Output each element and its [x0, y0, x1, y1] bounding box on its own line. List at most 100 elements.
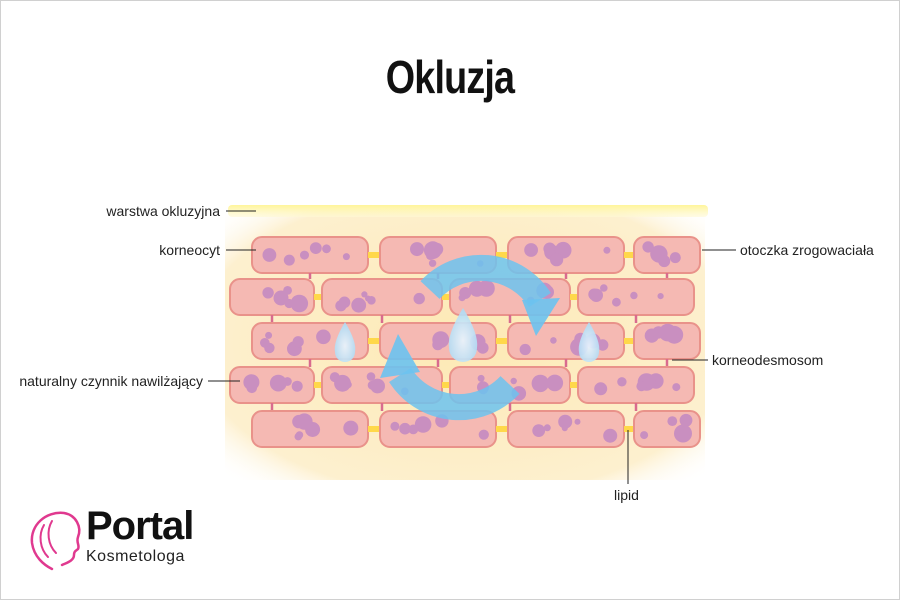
nmf-granule	[366, 372, 376, 381]
corneocyte	[379, 236, 497, 274]
nmf-granule	[597, 339, 609, 351]
lipid-bridge	[624, 426, 634, 432]
nmf-granule	[603, 246, 611, 254]
nmf-granule	[519, 343, 531, 356]
woman-profile-icon	[30, 511, 81, 571]
nmf-granule	[589, 288, 603, 302]
nmf-granule	[630, 291, 638, 300]
nmf-granule	[370, 378, 385, 394]
nmf-granule	[291, 380, 303, 392]
nmf-granule	[531, 374, 549, 393]
nmf-granule	[459, 287, 472, 299]
nmf-granule	[640, 431, 649, 440]
nmf-granule	[642, 241, 654, 253]
nmf-granule	[669, 252, 681, 264]
nmf-granule	[410, 242, 424, 257]
corneocyte	[577, 278, 695, 316]
nmf-granule	[574, 418, 581, 425]
corneocyte-grid	[229, 236, 701, 448]
nmf-granule	[343, 420, 359, 436]
nmf-granule	[265, 331, 273, 339]
nmf-granule	[309, 242, 322, 255]
corneocyte	[633, 322, 701, 360]
nmf-granule	[477, 374, 485, 382]
lipid-bridge	[314, 294, 322, 300]
corneocyte	[229, 366, 315, 404]
lipid-bridge	[624, 252, 634, 258]
nmf-granule	[334, 374, 351, 392]
corneocyte	[321, 278, 443, 316]
nmf-granule	[292, 336, 304, 348]
nmf-granule	[269, 374, 287, 392]
nmf-granule	[262, 287, 274, 299]
label-corneodesmosome: korneodesmosom	[712, 352, 823, 368]
cycle-arrow-lower-head	[380, 334, 420, 378]
label-lipid: lipid	[614, 487, 639, 503]
nmf-granule	[672, 383, 681, 392]
nmf-granule	[658, 255, 671, 268]
nmf-granule	[294, 432, 303, 441]
lipid-bridge	[442, 294, 450, 300]
nmf-granule	[617, 377, 627, 387]
cycle-arrow-upper-head	[522, 298, 560, 336]
nmf-granule	[260, 338, 270, 348]
nmf-granule	[300, 250, 309, 260]
lipid-bridge	[570, 294, 578, 300]
corneocyte	[633, 410, 701, 448]
nmf-granule	[361, 291, 368, 298]
page-title: Okluzja	[385, 51, 515, 103]
lipid-bridge	[314, 382, 322, 388]
water-droplet-icon	[334, 322, 356, 362]
nmf-granule	[342, 253, 350, 261]
nmf-granule	[316, 329, 331, 345]
occlusive-layer	[228, 205, 708, 217]
nmf-granule	[243, 374, 260, 391]
nmf-granule	[468, 280, 485, 297]
nmf-granule	[657, 293, 664, 300]
lipid-bridge	[368, 426, 380, 432]
label-occlusive-layer: warstwa okluzyjna	[105, 203, 220, 219]
nmf-granule	[262, 248, 277, 262]
lipid-bridge	[496, 426, 508, 432]
nmf-granule	[478, 429, 489, 440]
corneocyte	[251, 410, 369, 448]
water-droplet-icon	[578, 322, 600, 362]
corneocyte	[577, 366, 695, 404]
lipid-bridge	[496, 252, 508, 258]
nmf-granule	[413, 292, 425, 305]
nmf-granule	[561, 425, 568, 432]
nmf-granule	[432, 339, 444, 351]
cycle-arrow-upper	[420, 254, 551, 308]
leader-lines	[208, 210, 736, 484]
nmf-granule	[408, 424, 419, 435]
nmf-granule	[283, 254, 295, 266]
nmf-granule	[550, 337, 557, 344]
nmf-granule	[674, 424, 692, 443]
nmf-granule	[543, 424, 551, 432]
water-droplet-icon	[448, 308, 478, 362]
corneocyte	[229, 278, 315, 316]
corneocyte	[507, 322, 625, 360]
nmf-granule	[594, 382, 608, 396]
lipid-bridge	[496, 338, 508, 344]
label-corneocyte: korneocyt	[159, 242, 220, 258]
corneocyte	[507, 410, 625, 448]
nmf-granule	[510, 377, 517, 385]
nmf-granule	[550, 253, 564, 267]
lipid-bridge	[570, 382, 578, 388]
nmf-granule	[546, 374, 564, 392]
nmf-granule	[524, 243, 538, 257]
lipid-bridge	[624, 338, 634, 344]
label-cornified-envelope: otoczka zrogowaciała	[740, 242, 874, 258]
label-nmf: naturalny czynnik nawilżający	[19, 373, 203, 389]
nmf-granule	[667, 416, 678, 426]
corneocyte	[507, 236, 625, 274]
nmf-granule	[365, 295, 371, 302]
nmf-granule	[600, 284, 608, 292]
nmf-granule	[558, 414, 573, 429]
corneocyte	[251, 236, 369, 274]
brand-name: Portal	[86, 504, 194, 548]
brand-subtitle: Kosmetologa	[86, 548, 185, 565]
nmf-granule	[338, 296, 351, 309]
